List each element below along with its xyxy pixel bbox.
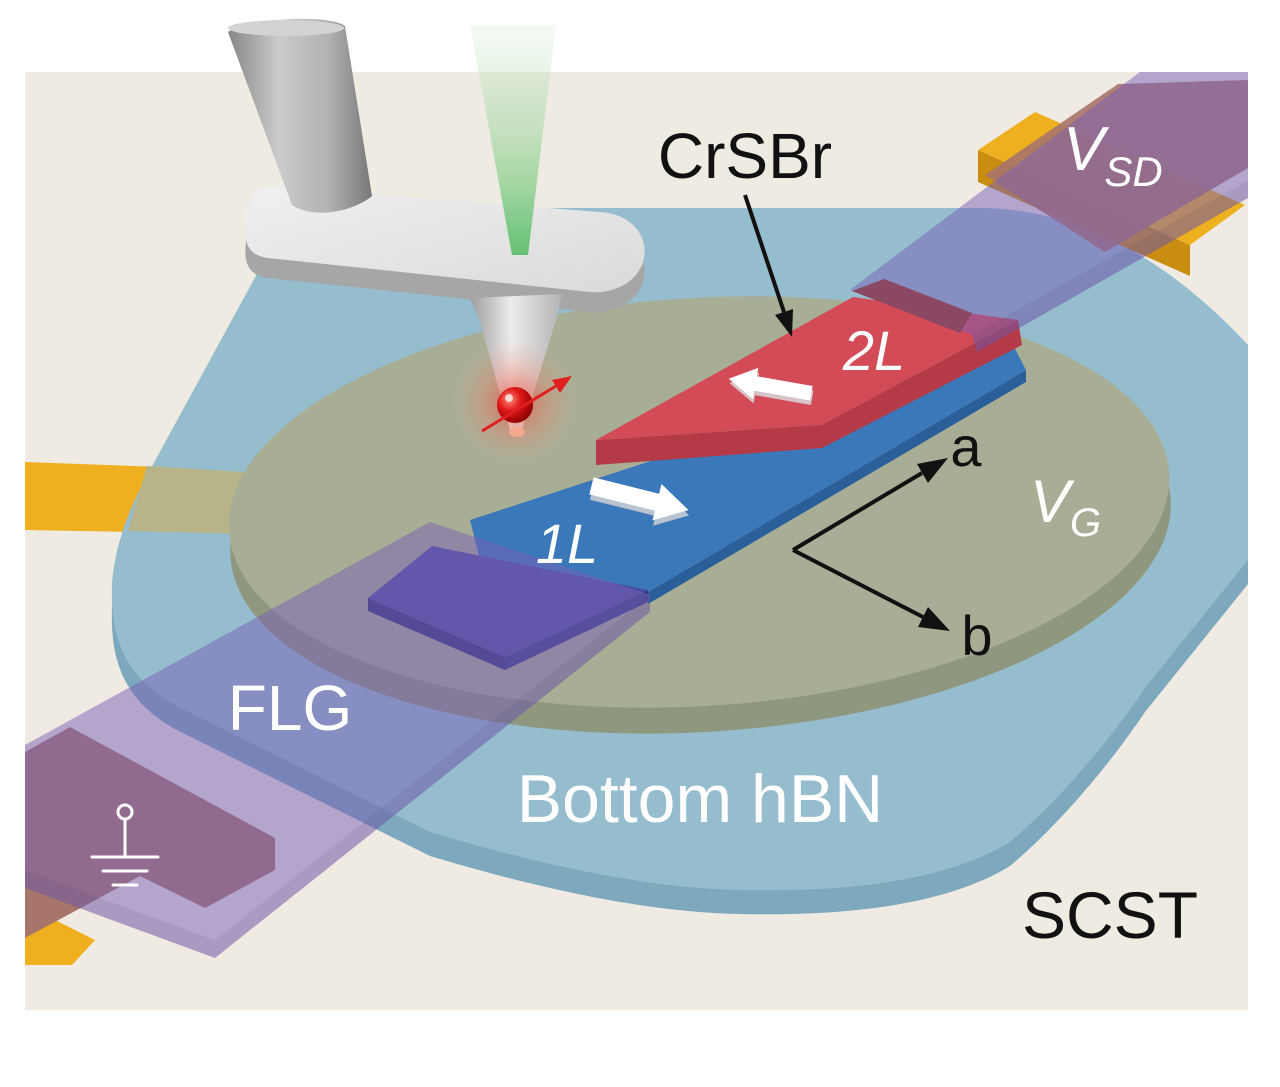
scanning-probe: [228, 18, 645, 430]
probe-holder-cap: [228, 20, 344, 36]
axis-a-line: [791, 471, 924, 552]
nv-spin-arrow-line: [481, 384, 557, 433]
magnetization-arrow-1l: [589, 477, 690, 526]
magnetization-arrow-2l: [728, 367, 814, 405]
two-layer-label: 2L: [842, 319, 905, 382]
vg-label-sub: G: [1070, 501, 1101, 545]
vsd-label: VSD: [1063, 115, 1163, 195]
magnetization-arrow-1l-body: [589, 477, 689, 521]
axis-a-label: a: [950, 415, 982, 478]
probe-holder-cylinder: [228, 18, 372, 213]
axis-a-arrowhead: [917, 458, 948, 483]
nv-tip-end: [509, 427, 525, 437]
crystal-axes: [791, 458, 950, 631]
cantilever: [245, 186, 645, 293]
crsbr-1l-flake: [470, 343, 1026, 640]
vsd-label-sub: SD: [1104, 148, 1162, 195]
crsbr-pointer-line: [743, 194, 786, 313]
crsbr-1l-side: [648, 370, 1026, 604]
ground-icon: [90, 803, 160, 887]
laser-beam: [470, 25, 556, 255]
scst-label: SCST: [1022, 878, 1198, 952]
flg-strip-top: [850, 72, 1248, 335]
magnetization-arrow-2l-body: [728, 367, 813, 401]
flg-strip-bottom: [25, 522, 650, 940]
flg-label: FLG: [228, 672, 352, 744]
flg-strip-top-side: [972, 180, 1248, 352]
contact-pad-2l: [852, 279, 972, 333]
axis-b-line: [792, 548, 924, 619]
vsd-label-main: V: [1063, 115, 1110, 184]
vg-label-main: V: [1030, 468, 1075, 535]
gate-lead-under-hbn: [128, 466, 245, 534]
crsbr-pointer-arrowhead: [775, 309, 793, 337]
axis-b-label: b: [961, 604, 992, 667]
crsbr-2l-side: [596, 320, 1022, 465]
bottom-hbn-label: Bottom hBN: [517, 761, 884, 837]
nv-spin-arrowhead: [552, 376, 572, 393]
nv-spin-highlight: [505, 394, 513, 402]
crsbr-2l-flake: [596, 297, 1018, 440]
axis-b-arrowhead: [918, 607, 950, 631]
one-layer-label: 1L: [536, 512, 598, 575]
vg-label: VG: [1030, 468, 1101, 545]
crsbr-label: CrSBr: [658, 120, 832, 192]
